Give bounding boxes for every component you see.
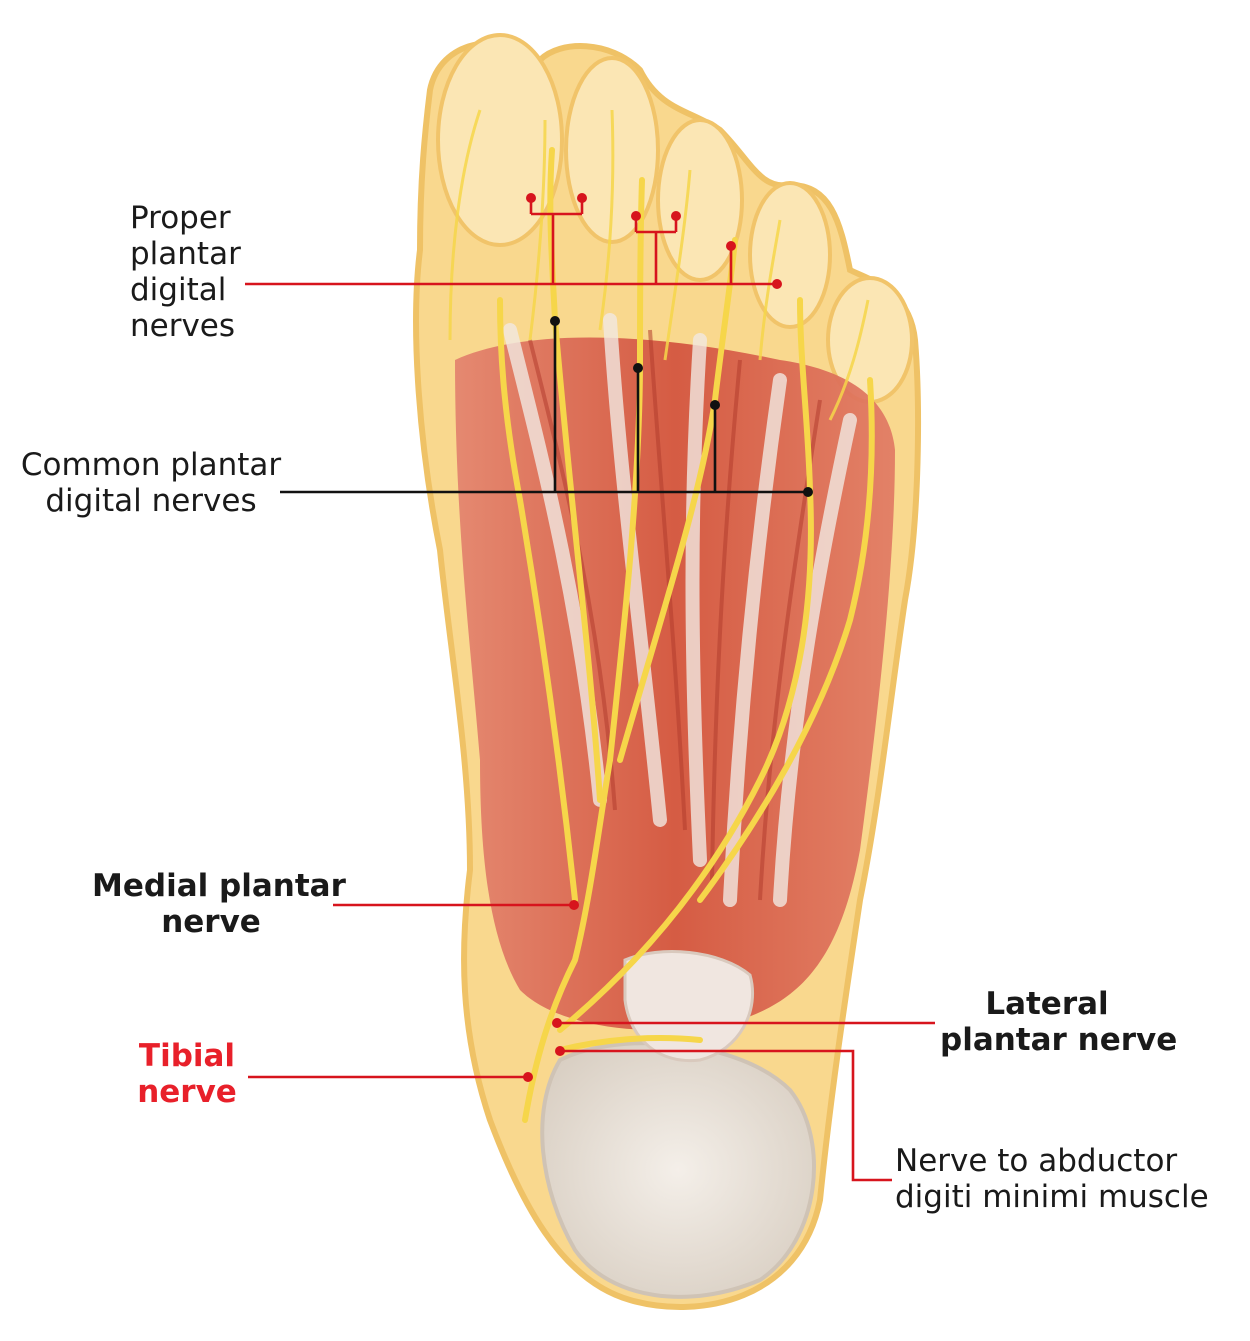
medial-branch [497, 297, 578, 903]
big-toe [436, 33, 564, 247]
dot-proper-2 [577, 193, 587, 203]
lateral-branch [557, 297, 814, 1033]
dot-proper-1 [526, 193, 536, 203]
dot-tibial [523, 1072, 533, 1082]
proper-leader [245, 198, 777, 286]
label-tibial-nerve: Tibial nerve [137, 1038, 237, 1110]
common-branch-2 [607, 177, 645, 763]
dot-proper-4 [671, 211, 681, 221]
abductor-branch [557, 1035, 703, 1053]
black-dots [550, 316, 813, 497]
dot-common-2 [633, 363, 643, 373]
ankle-tendons [623, 950, 755, 1063]
dot-proper-5 [726, 241, 736, 251]
leader-lines [245, 198, 935, 1182]
heel-pad [540, 1041, 816, 1299]
tibial-nerve-path [522, 757, 613, 1123]
fourth-toe [748, 181, 832, 329]
dot-lateral [552, 1018, 562, 1028]
label-lateral-plantar-nerve: Lateral plantar nerve [940, 986, 1178, 1058]
label-nerve-to-abductor-digiti-minimi: Nerve to abductor digiti minimi muscle [895, 1143, 1209, 1215]
dot-proper-3 [631, 211, 641, 221]
common-leader [280, 321, 808, 494]
foot-silhouette [413, 33, 921, 1310]
red-dots [523, 193, 782, 1082]
lateral-branch-2 [697, 377, 875, 903]
dot-common-1 [550, 316, 560, 326]
dot-common-3 [710, 400, 720, 410]
dot-abductor [555, 1046, 565, 1056]
third-toe [656, 118, 744, 282]
common-branch-3 [617, 237, 738, 763]
label-common-plantar-digital-nerves: Common plantar digital nerves [20, 447, 282, 519]
nerves [497, 147, 875, 1123]
label-medial-plantar-nerve: Medial plantar nerve [92, 868, 346, 940]
dot-medial [569, 900, 579, 910]
dot-common-4 [803, 487, 813, 497]
dot-proper-6 [772, 279, 782, 289]
abductor-leader [560, 1049, 892, 1182]
medial-branch-2 [547, 147, 603, 803]
fine-nerves [448, 109, 870, 421]
label-proper-plantar-digital-nerves: Proper plantar digital nerves [130, 200, 241, 344]
